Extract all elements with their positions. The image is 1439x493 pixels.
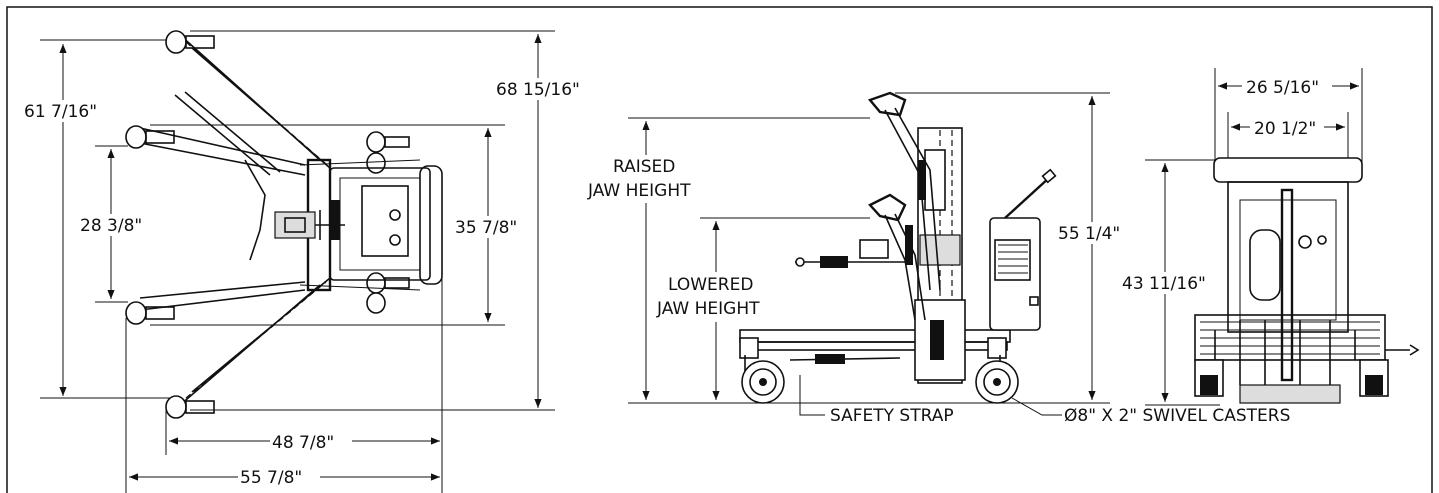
dim-61-7-16: 61 7/16" xyxy=(24,102,97,122)
lowered-label-2: JAW HEIGHT xyxy=(656,299,760,319)
side-view: RAISED JAW HEIGHT LOWERED JAW HEIGHT 55 … xyxy=(587,91,1290,426)
safety-strap-label: SAFETY STRAP xyxy=(830,406,954,426)
front-view-body xyxy=(1194,157,1420,404)
side-view-straps xyxy=(795,239,905,268)
dim-20-1-2: 20 1/2" xyxy=(1254,119,1316,139)
casters-label: Ø8" X 2" SWIVEL CASTERS xyxy=(1064,406,1290,426)
dim-68-15-16: 68 15/16" xyxy=(496,80,580,100)
top-view: 68 15/16" 61 7/16" 28 3/8" 35 7/8" 48 7/… xyxy=(22,30,584,493)
lowered-label-1: LOWERED xyxy=(668,275,753,295)
side-view-control-box xyxy=(989,168,1057,331)
front-view: 26 5/16" 20 1/2" 43 11/16" xyxy=(1118,68,1420,406)
drawing-border xyxy=(6,6,1433,493)
raised-label-2: JAW HEIGHT xyxy=(587,181,691,201)
dim-55-1-4: 55 1/4" xyxy=(1058,224,1120,244)
dim-48-7-8: 48 7/8" xyxy=(272,433,334,453)
dim-26-5-16: 26 5/16" xyxy=(1246,78,1319,98)
top-view-legs xyxy=(139,34,331,406)
top-view-casters xyxy=(125,30,410,419)
dim-35-7-8: 35 7/8" xyxy=(455,218,517,238)
side-view-jaws xyxy=(867,91,941,321)
side-view-mast xyxy=(914,127,966,384)
dim-55-7-8: 55 7/8" xyxy=(240,468,302,488)
side-view-frame xyxy=(739,329,1019,404)
raised-label-1: RAISED xyxy=(613,157,675,177)
top-view-body xyxy=(274,158,443,292)
dim-28-3-8: 28 3/8" xyxy=(80,216,142,236)
dim-43-11-16: 43 11/16" xyxy=(1122,274,1206,294)
